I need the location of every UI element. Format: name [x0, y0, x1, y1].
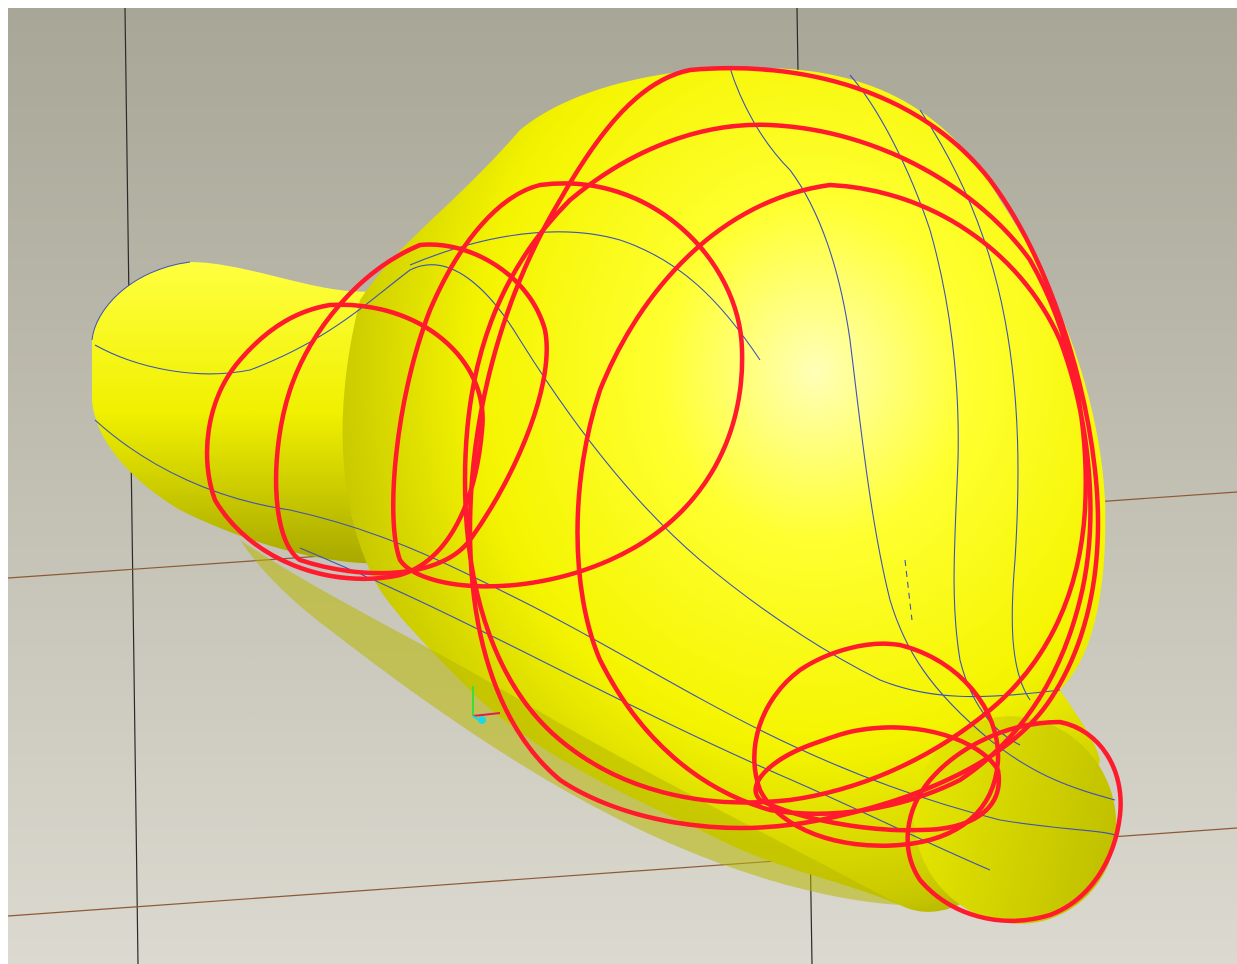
viewport-frame: [0, 0, 1237, 8]
section-curves: [204, 65, 1123, 923]
isoparm-curves: [94, 67, 1116, 871]
triad-origin: [478, 716, 486, 724]
section-curve: [905, 719, 1123, 923]
section-curve: [752, 641, 1001, 848]
section-curve: [753, 725, 1002, 833]
section-curve: [391, 181, 745, 589]
section-curve: [273, 242, 549, 576]
isoparm-curve: [94, 264, 1061, 698]
isoparm-curve: [409, 231, 761, 361]
isoparm-curve: [849, 74, 1021, 746]
right-tube-cap: [913, 716, 1117, 924]
isoparm-curve: [299, 547, 991, 871]
viewport-frame-left: [0, 0, 8, 964]
section-curve: [467, 65, 1101, 831]
main-body-surface: [342, 67, 1106, 912]
coordinate-triad-icon: [472, 686, 501, 724]
lofted-surface-body[interactable]: [91, 67, 1154, 961]
isoparm-curve: [919, 109, 1031, 701]
grid-vertical-line: [124, 7, 139, 964]
isoparm-curve: [94, 419, 1116, 836]
triad-x-axis: [472, 712, 501, 717]
left-tube-edge: [91, 261, 191, 341]
section-curve: [462, 122, 1088, 805]
isoparm-curve: [729, 67, 1116, 801]
section-curve: [575, 182, 1093, 816]
left-tube-surface: [92, 262, 420, 564]
